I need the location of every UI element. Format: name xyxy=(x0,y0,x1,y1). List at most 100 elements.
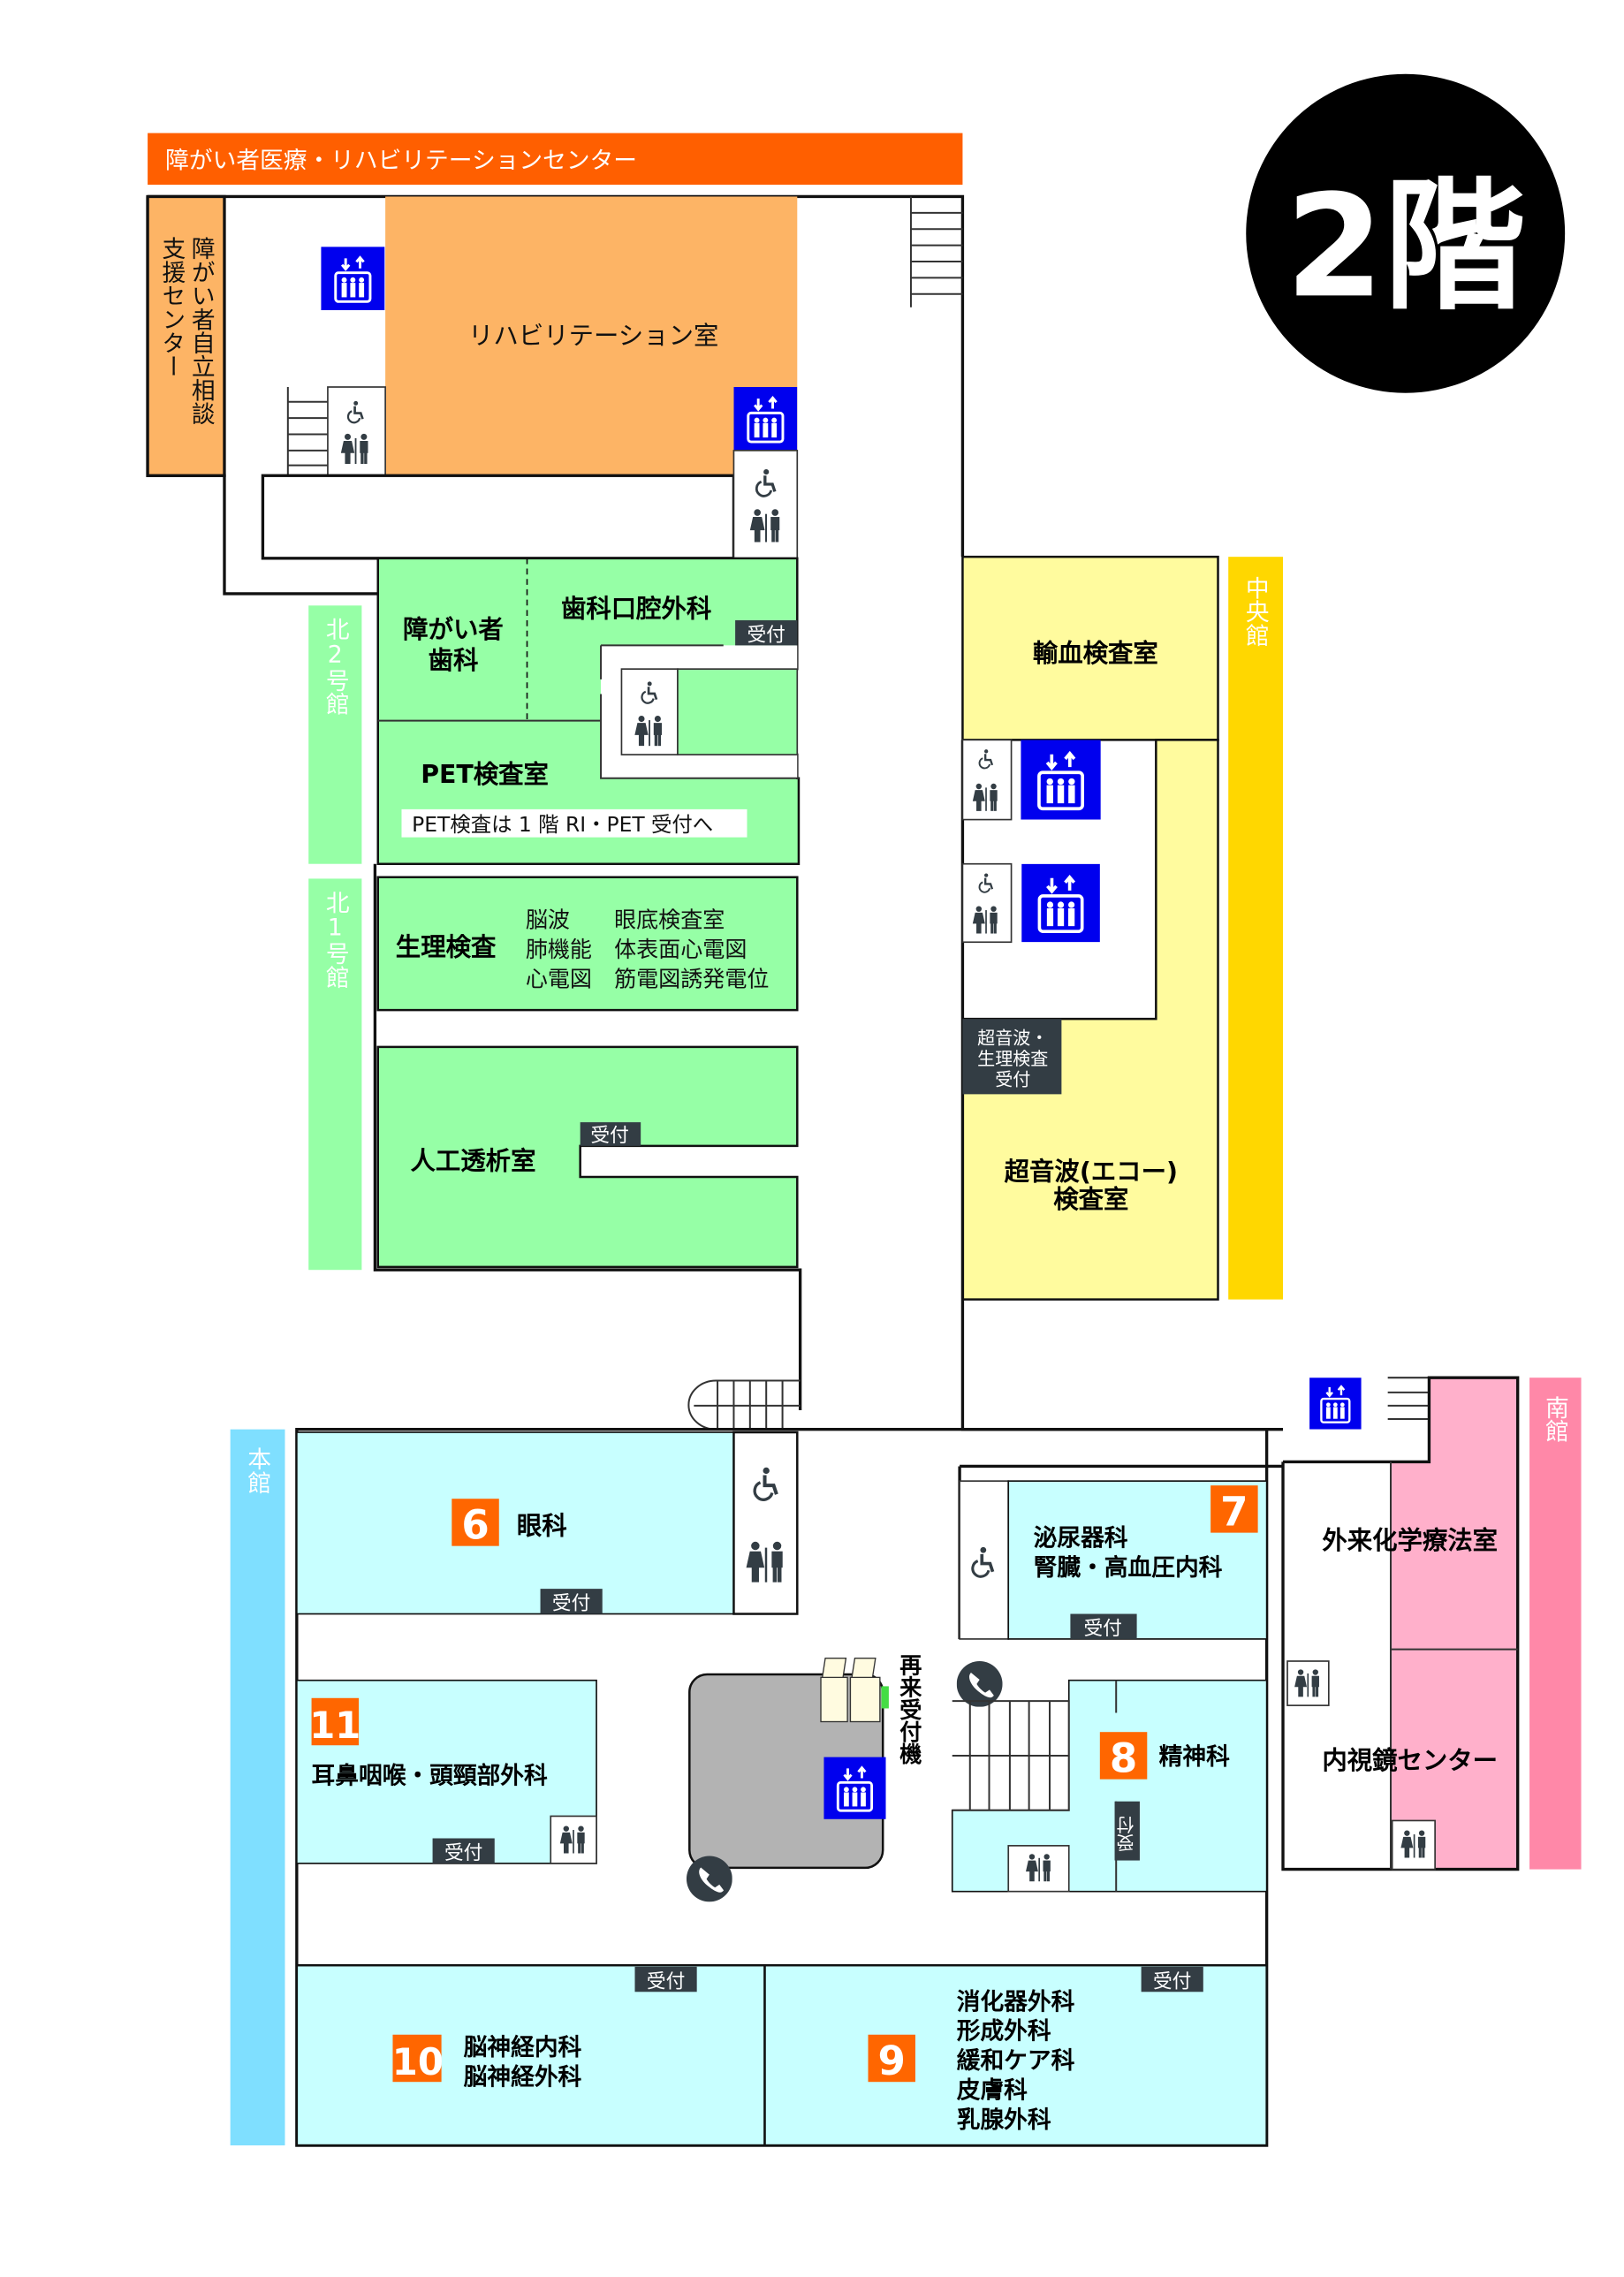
corridor-block xyxy=(261,474,736,560)
endoscopy-label: 内視鏡センター xyxy=(1322,1746,1498,1775)
center-header-bar xyxy=(148,133,963,186)
physiology-item: 眼底検査室 xyxy=(614,907,725,933)
room-physiology[interactable] xyxy=(376,876,799,1012)
room-dialysis[interactable] xyxy=(376,1045,799,1269)
stairs-icon xyxy=(1387,1377,1430,1462)
surgery-line: 緩和ケア科 xyxy=(957,2047,1075,2075)
reception-badge xyxy=(1141,1966,1203,1992)
stairs-icon xyxy=(952,1700,1070,1811)
room-number-badge xyxy=(452,1499,499,1546)
urology-line: 泌尿器科 xyxy=(1034,1525,1128,1552)
reception-badge xyxy=(580,1122,641,1146)
reception-label: 受付 xyxy=(552,1593,590,1615)
physiology-label: 生理検査 xyxy=(396,932,497,961)
ultrasound-reception-line: 超音波・ xyxy=(977,1028,1048,1049)
room-number: 7 xyxy=(1220,1488,1248,1535)
surgery-line: 乳腺外科 xyxy=(957,2106,1051,2134)
kiosk-label: 再来受付機 xyxy=(897,1654,922,1765)
room-support-center[interactable] xyxy=(146,194,226,477)
building-central-label: 中央館 xyxy=(1241,575,1269,647)
building-north2-label: 北2号館 xyxy=(322,618,349,716)
reception-label: 受付 xyxy=(1116,1816,1137,1851)
room-number-badge xyxy=(868,2034,915,2083)
neuro-line: 脳神経外科 xyxy=(463,2063,582,2091)
surgery-line: 皮膚科 xyxy=(957,2077,1028,2105)
chemo-label: 外来化学療法室 xyxy=(1322,1526,1498,1555)
neuro-line: 脳神経内科 xyxy=(463,2033,582,2061)
floor-badge: 2階 xyxy=(1246,73,1566,393)
disabled-dental-line1: 障がい者 xyxy=(403,615,504,644)
reception-badge xyxy=(540,1589,603,1614)
ultrasound-reception-line: 生理検査 xyxy=(977,1048,1048,1069)
room-number: 9 xyxy=(878,2038,906,2084)
stairs-icon xyxy=(909,196,963,307)
elevator-icon xyxy=(733,387,798,451)
urology-line: 腎臓・高血圧内科 xyxy=(1034,1553,1223,1582)
ent-label: 耳鼻咽喉・頭頸部外科 xyxy=(312,1762,548,1790)
disabled-dental-line2: 歯科 xyxy=(429,646,479,675)
reception-label: 受付 xyxy=(444,1842,482,1864)
physiology-item: 体表面心電図 xyxy=(614,937,747,962)
stairs-icon xyxy=(286,387,328,476)
support-center-line1: 障がい者自立相談 xyxy=(187,236,215,425)
room-neuro[interactable] xyxy=(295,1963,766,2147)
ultrasound-reception-line: 受付 xyxy=(995,1068,1030,1089)
room-number-badge xyxy=(392,2034,442,2083)
reception-label: 受付 xyxy=(590,1125,628,1147)
elevator-icon xyxy=(823,1757,885,1819)
building-south-label: 南館 xyxy=(1541,1395,1568,1443)
room-number: 6 xyxy=(461,1501,489,1548)
blood-test-label: 輸血検査室 xyxy=(1033,639,1158,668)
building-south-strip xyxy=(1529,1378,1582,1870)
pet-note: PET検査は 1 階 RI・PET 受付へ xyxy=(412,812,713,837)
center-header-title: 障がい者医療・リハビリテーションセンター xyxy=(165,148,637,175)
phone-icon[interactable] xyxy=(956,1661,1003,1707)
reception-badge xyxy=(432,1838,495,1863)
floor-label: 2階 xyxy=(1286,163,1526,329)
building-central-strip xyxy=(1228,557,1284,1300)
physiology-item: 肺機能 xyxy=(526,937,592,962)
elevator-icon xyxy=(1021,740,1100,819)
ultrasound-line: 超音波(エコー) xyxy=(1005,1157,1178,1186)
physiology-item: 心電図 xyxy=(526,966,592,991)
room-ophthalmology[interactable] xyxy=(296,1431,735,1615)
stairs-icon xyxy=(687,1379,801,1431)
support-center-line2: 支援センター xyxy=(157,236,185,378)
room-number: 10 xyxy=(392,2040,444,2083)
physiology-item: 筋電図誘発電位 xyxy=(614,966,769,991)
reception-label: 受付 xyxy=(747,624,785,646)
room-surgery[interactable] xyxy=(763,1963,1268,2147)
room-number: 8 xyxy=(1110,1734,1137,1781)
building-north1-strip xyxy=(308,878,362,1271)
room-number: 11 xyxy=(309,1704,360,1747)
surgery-line: 消化器外科 xyxy=(957,1988,1075,2015)
reception-label: 受付 xyxy=(1153,1970,1191,1992)
room-psychiatry[interactable] xyxy=(951,1679,1268,1893)
room-rehab[interactable] xyxy=(385,196,798,476)
surgery-line: 形成外科 xyxy=(957,2018,1051,2046)
ultrasound-line: 検査室 xyxy=(1053,1185,1128,1214)
reception-badge xyxy=(1114,1801,1140,1861)
room-number-badge xyxy=(311,1697,360,1746)
elevator-icon xyxy=(320,247,386,311)
dialysis-label: 人工透析室 xyxy=(411,1147,536,1176)
room-number-badge xyxy=(1099,1732,1148,1780)
ophthalmology-label: 眼科 xyxy=(517,1511,567,1540)
kiosk-icon[interactable] xyxy=(820,1657,889,1723)
building-north2-strip xyxy=(308,605,362,864)
oral-surgery-label: 歯科口腔外科 xyxy=(561,595,711,624)
pet-room-label: PET検査室 xyxy=(421,760,549,789)
physiology-item: 脳波 xyxy=(526,907,570,933)
reception-label: 受付 xyxy=(647,1970,685,1992)
reception-label: 受付 xyxy=(1083,1618,1121,1640)
building-main-label: 本館 xyxy=(243,1446,270,1494)
phone-icon[interactable] xyxy=(686,1856,732,1902)
room-number-badge xyxy=(1210,1485,1258,1533)
building-main-strip xyxy=(230,1429,285,2146)
room-ultrasound[interactable]: 超音波(エコー) 検査室 xyxy=(1005,1157,1178,1214)
psychiatry-label: 精神科 xyxy=(1159,1743,1230,1771)
reception-badge xyxy=(1070,1613,1137,1639)
building-north1-label: 北1号館 xyxy=(322,891,349,989)
elevator-icon xyxy=(1309,1378,1361,1429)
